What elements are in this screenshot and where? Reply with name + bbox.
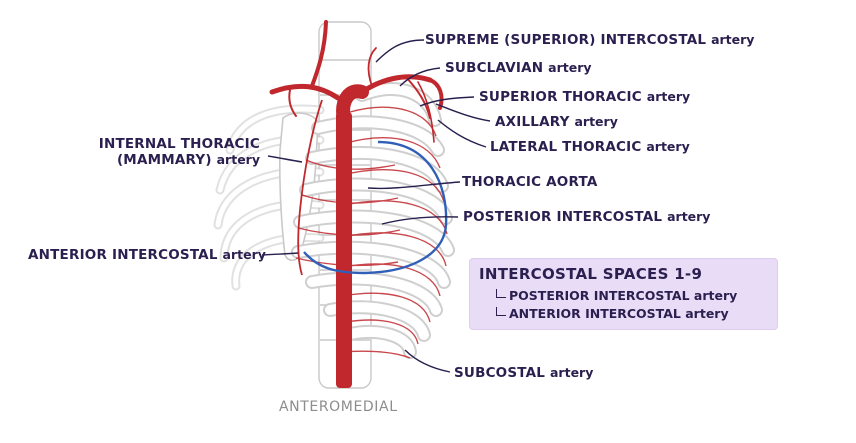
label-superior-thoracic-artery: SUPERIOR THORACIC artery	[479, 89, 690, 105]
intercostal-spaces-info-box: INTERCOSTAL SPACES 1-9 POSTERIOR INTERCO…	[469, 258, 778, 330]
label-subcostal-artery: SUBCOSTAL artery	[454, 365, 593, 381]
label-line2-wrap: (MAMMARY) artery	[88, 152, 260, 168]
label-name: THORACIC AORTA	[462, 174, 598, 190]
label-suffix: artery	[548, 60, 592, 75]
label-suffix: artery	[646, 139, 690, 154]
label-name: SUPREME (SUPERIOR) INTERCOSTAL	[425, 32, 707, 48]
label-name: AXILLARY	[495, 114, 570, 130]
thoracic-aorta-outline	[303, 140, 448, 275]
label-suffix: artery	[574, 114, 618, 129]
view-caption: ANTEROMEDIAL	[279, 399, 398, 415]
label-name: POSTERIOR INTERCOSTAL	[463, 209, 663, 225]
label-internal-thoracic-artery: INTERNAL THORACIC (MAMMARY) artery	[88, 136, 260, 168]
item-suffix: artery	[693, 288, 738, 303]
label-suffix: artery	[222, 247, 266, 262]
label-line1: INTERNAL THORACIC	[98, 136, 260, 152]
label-supreme-intercostal-artery: SUPREME (SUPERIOR) INTERCOSTAL artery	[425, 32, 754, 48]
label-name: LATERAL THORACIC	[490, 139, 642, 155]
label-subclavian-artery: SUBCLAVIAN artery	[445, 60, 592, 76]
label-suffix: artery	[711, 32, 755, 47]
item-name: ANTERIOR INTERCOSTAL	[509, 306, 681, 321]
label-name: SUBCOSTAL	[454, 365, 546, 381]
label-suffix: artery	[667, 209, 711, 224]
item-suffix: artery	[685, 306, 729, 321]
label-suffix: artery	[550, 365, 594, 380]
label-lateral-thoracic-artery: LATERAL THORACIC artery	[490, 139, 690, 155]
info-box-item-posterior: POSTERIOR INTERCOSTAL artery	[509, 288, 737, 303]
info-box-item-anterior: ANTERIOR INTERCOSTAL artery	[509, 306, 729, 321]
intercostal-arteries	[295, 106, 448, 359]
label-name: ANTERIOR INTERCOSTAL	[28, 247, 218, 263]
internal-thoracic-artery	[297, 99, 323, 276]
label-axillary-artery: AXILLARY artery	[495, 114, 618, 130]
label-anterior-intercostal-artery: ANTERIOR INTERCOSTAL artery	[28, 247, 266, 263]
label-posterior-intercostal-artery: POSTERIOR INTERCOSTAL artery	[463, 209, 710, 225]
thoracic-aorta-vessel	[336, 112, 352, 388]
label-suffix: artery	[216, 152, 260, 167]
label-line2: (MAMMARY)	[116, 152, 212, 168]
info-box-title: INTERCOSTAL SPACES 1-9	[479, 265, 703, 283]
leader-lines	[261, 39, 491, 373]
branch-connector-icon	[496, 307, 506, 316]
label-name: SUPERIOR THORACIC	[479, 89, 642, 105]
label-suffix: artery	[646, 89, 691, 104]
label-thoracic-aorta: THORACIC AORTA	[462, 174, 598, 190]
aortic-arch	[269, 20, 444, 143]
branch-connector-icon	[496, 289, 506, 298]
label-name: SUBCLAVIAN	[445, 60, 544, 76]
item-name: POSTERIOR INTERCOSTAL	[509, 288, 690, 303]
